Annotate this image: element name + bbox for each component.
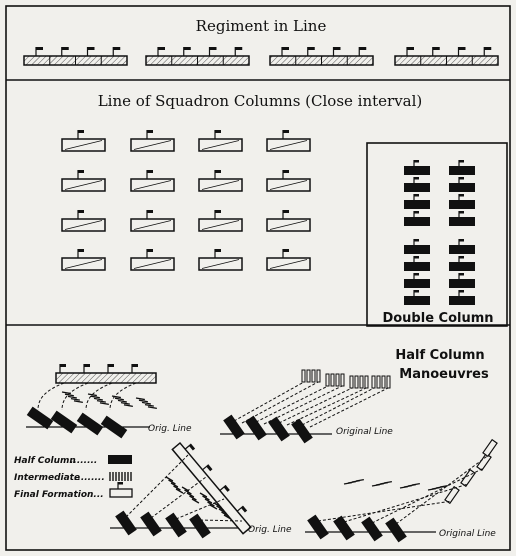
orig-line-label-top: Orig. Line bbox=[148, 424, 192, 434]
squadron-title: Line of Squadron Columns (Close interval… bbox=[98, 92, 423, 110]
orig-line-label-bottom: Orig. Line bbox=[248, 525, 292, 535]
squadron-column bbox=[61, 249, 106, 271]
final-formation-line bbox=[171, 441, 252, 535]
double-column-troop bbox=[404, 160, 430, 175]
regiment-title: Regiment in Line bbox=[196, 17, 327, 35]
svg-text:........: ........ bbox=[70, 456, 97, 466]
squadron-column bbox=[130, 249, 175, 271]
squadron-column bbox=[130, 210, 175, 232]
intermediate-position bbox=[111, 395, 133, 408]
intermediate-position bbox=[61, 391, 83, 404]
double-column-box bbox=[366, 142, 508, 327]
final-formation-line bbox=[55, 372, 157, 384]
double-column-troop bbox=[404, 177, 430, 192]
double-column-troop bbox=[449, 211, 475, 226]
intermediate-position bbox=[213, 502, 232, 520]
double-column-troop bbox=[449, 160, 475, 175]
regiment-squadron bbox=[269, 47, 374, 66]
intermediate-position bbox=[135, 397, 157, 410]
squadron-column bbox=[198, 249, 243, 271]
half-column-troop bbox=[361, 516, 383, 542]
half-column-troop bbox=[165, 512, 187, 538]
intermediate-position bbox=[371, 480, 392, 487]
half-column-troop bbox=[307, 514, 329, 540]
svg-text:.........: ......... bbox=[74, 473, 105, 483]
intermediate-position bbox=[427, 484, 448, 491]
outer-frame bbox=[5, 5, 511, 551]
final-formation-troop bbox=[476, 452, 492, 472]
squadron-column bbox=[130, 130, 175, 152]
double-column-troop bbox=[404, 290, 430, 305]
squadron-column bbox=[130, 170, 175, 192]
intermediate-position bbox=[199, 492, 218, 510]
regiment-squadron bbox=[145, 47, 250, 66]
half-column-troop bbox=[268, 416, 290, 442]
squadron-column bbox=[266, 210, 311, 232]
half-column-troop bbox=[245, 415, 267, 441]
squadron-column bbox=[198, 170, 243, 192]
legend-intermediate-symbol bbox=[109, 472, 132, 481]
half-column-title-line2: Manoeuvres bbox=[399, 367, 489, 382]
squadron-column bbox=[61, 130, 106, 152]
double-column-troop bbox=[449, 290, 475, 305]
half-column-troop bbox=[333, 515, 355, 541]
half-column-troop bbox=[291, 418, 313, 444]
svg-text:....: .... bbox=[90, 490, 104, 500]
regiment-squadron bbox=[23, 47, 128, 66]
half-column-troop bbox=[50, 410, 78, 434]
half-column-troop bbox=[26, 406, 54, 430]
squadron-column bbox=[198, 210, 243, 232]
half-column-troop bbox=[76, 412, 104, 436]
half-column-manoeuvres bbox=[26, 364, 498, 543]
legend-half-column-symbol bbox=[108, 455, 132, 464]
double-column-troop bbox=[449, 239, 475, 254]
double-column-troop bbox=[404, 194, 430, 209]
half-column-troop bbox=[223, 414, 245, 440]
squadron-column bbox=[266, 249, 311, 271]
squadron-column bbox=[266, 130, 311, 152]
intermediate-position bbox=[181, 486, 200, 504]
squadron-column bbox=[266, 170, 311, 192]
half-column-title-line1: Half Column bbox=[395, 348, 484, 363]
double-column-troop bbox=[404, 273, 430, 288]
intermediate-position bbox=[165, 476, 184, 494]
final-formation-troop bbox=[482, 438, 498, 458]
half-column-troop bbox=[115, 510, 137, 536]
intermediate-position bbox=[399, 482, 420, 489]
original-line-label-bottom: Original Line bbox=[439, 529, 496, 539]
legend-final-formation-label: Final Formation bbox=[14, 490, 93, 500]
half-column-troop bbox=[100, 415, 128, 439]
double-column-troop bbox=[449, 194, 475, 209]
original-line-label-top: Original Line bbox=[336, 427, 393, 437]
squadron-columns-grid bbox=[61, 130, 311, 271]
regiment-squadron bbox=[394, 47, 499, 66]
intermediate-position bbox=[87, 393, 109, 406]
legend-half-column-label: Half Column bbox=[14, 456, 76, 466]
double-column-title: Double Column bbox=[382, 311, 493, 326]
squadron-column bbox=[61, 210, 106, 232]
double-column-troop bbox=[404, 239, 430, 254]
double-column-troop bbox=[404, 256, 430, 271]
legend-intermediate-label: Intermediate bbox=[14, 473, 80, 483]
regiment-line-group bbox=[23, 47, 499, 66]
squadron-column bbox=[61, 170, 106, 192]
legend: Half Column ........ Intermediate ......… bbox=[14, 455, 133, 500]
half-column-troop bbox=[189, 513, 211, 539]
double-column-group bbox=[404, 160, 475, 305]
half-column-troop bbox=[140, 511, 162, 537]
half-column-troop bbox=[385, 517, 407, 543]
double-column-troop bbox=[449, 273, 475, 288]
intermediate-position bbox=[343, 478, 364, 485]
double-column-troop bbox=[449, 177, 475, 192]
double-column-troop bbox=[404, 211, 430, 226]
double-column-troop bbox=[449, 256, 475, 271]
legend-final-formation-symbol bbox=[109, 482, 133, 498]
squadron-column bbox=[198, 130, 243, 152]
